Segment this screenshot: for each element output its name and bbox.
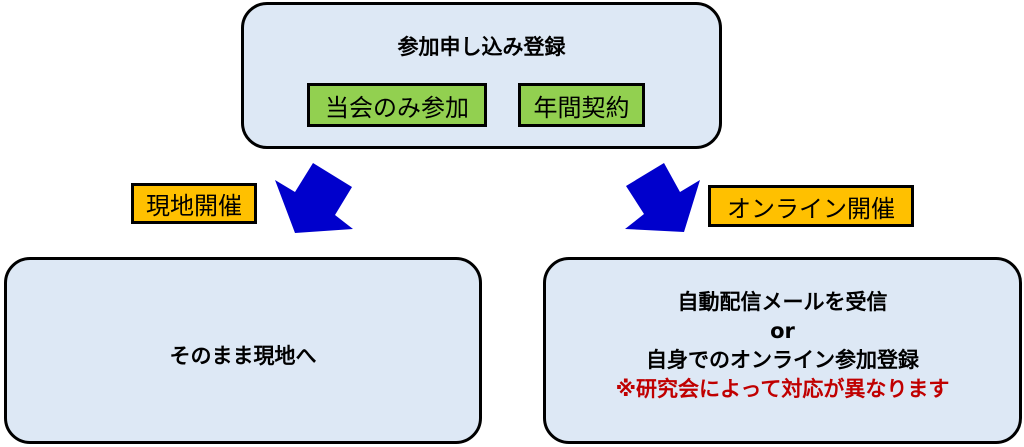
online-result-line-2: 自身でのオンライン参加登録 [646,348,919,372]
label-online: オンライン開催 [708,185,914,227]
online-result-line-1: 自動配信メールを受信 [677,290,888,314]
onsite-result-text: そのまま現地へ [169,344,317,368]
online-result-box: 自動配信メールを受信 or 自身でのオンライン参加登録 ※研究会によって対応が異… [543,257,1022,444]
registration-title: 参加申し込み登録 [397,35,566,59]
online-result-or: or [770,319,795,343]
arrow-down-right-icon [625,163,700,232]
option-member-only: 当会のみ参加 [307,83,487,127]
label-onsite: 現地開催 [131,183,257,224]
online-result-note: ※研究会によって対応が異なります [615,377,950,401]
onsite-result-box: そのまま現地へ [4,257,482,444]
registration-box: 参加申し込み登録 当会のみ参加 年間契約 [241,2,722,149]
option-annual-contract: 年間契約 [518,83,645,127]
arrow-down-left-icon [275,163,353,233]
